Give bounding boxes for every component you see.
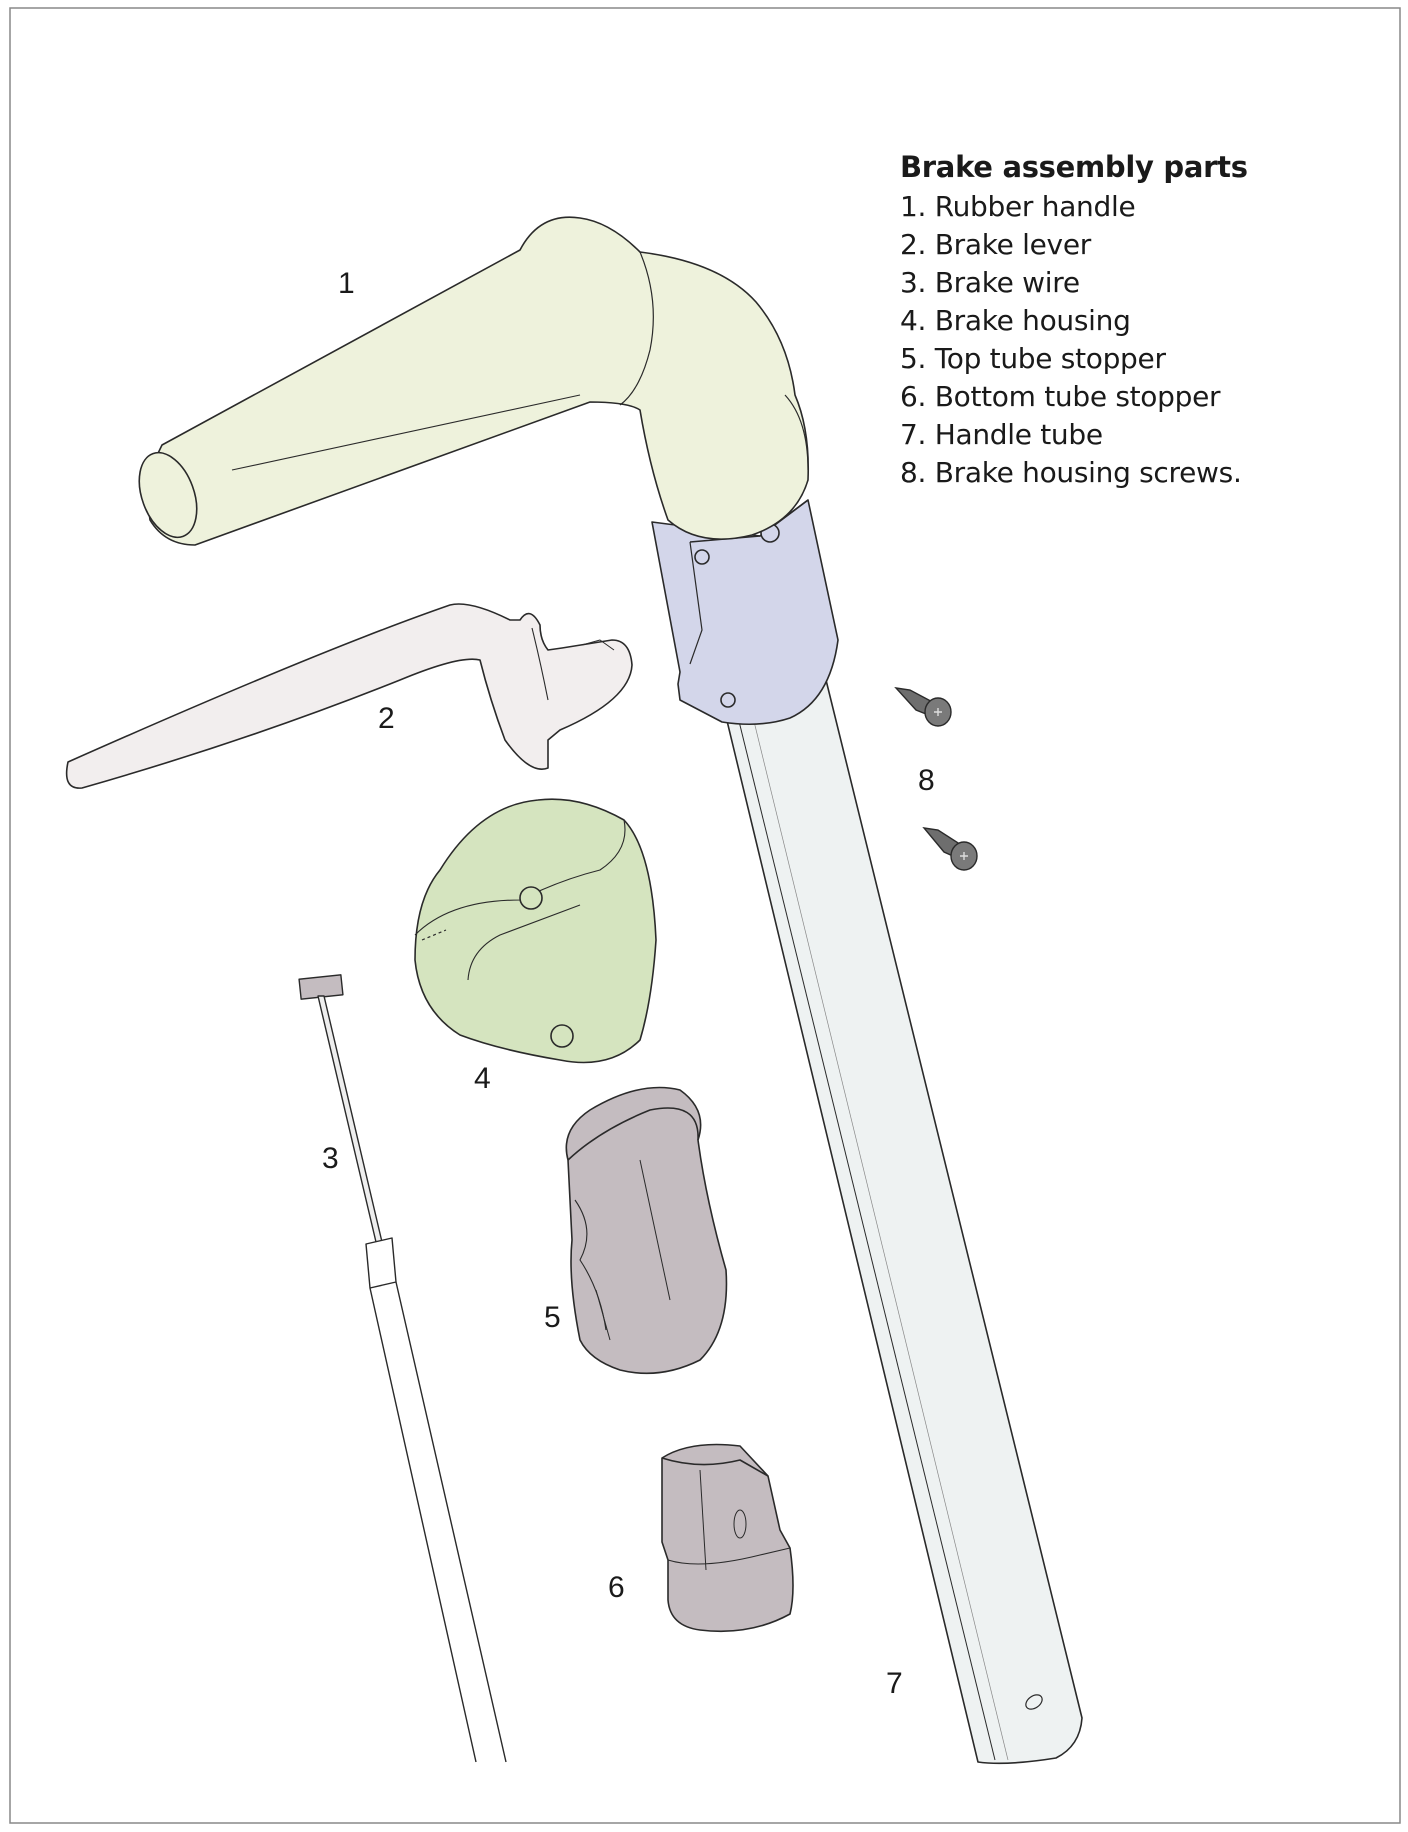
legend-item: 6. Bottom tube stopper	[900, 380, 1221, 413]
callout-3: 3	[322, 1142, 339, 1175]
callout-4: 4	[474, 1062, 491, 1095]
legend-item: 2. Brake lever	[900, 228, 1091, 261]
legend-list: 1. Rubber handle 2. Brake lever 3. Brake…	[900, 188, 1340, 492]
callout-8: 8	[918, 764, 935, 797]
legend-item: 3. Brake wire	[900, 266, 1080, 299]
callout-5: 5	[544, 1301, 561, 1334]
legend-item: 8. Brake housing screws.	[900, 456, 1242, 489]
legend-item: 5. Top tube stopper	[900, 342, 1166, 375]
top-tube-stopper	[565, 1086, 728, 1375]
handle-tube	[721, 679, 1083, 1765]
brake-lever	[65, 603, 633, 789]
brake-housing-screw-1	[894, 687, 952, 727]
sheet-border	[9, 7, 1401, 1824]
legend-item: 7. Handle tube	[900, 418, 1103, 451]
legend-title: Brake assembly parts	[900, 150, 1248, 184]
bottom-tube-stopper	[661, 1443, 794, 1633]
callout-6: 6	[608, 1571, 625, 1604]
callout-2: 2	[378, 702, 395, 735]
housing-cap	[651, 499, 839, 726]
legend-item: 1. Rubber handle	[900, 190, 1136, 223]
parts-legend: Brake assembly parts 1. Rubber handle 2.…	[900, 150, 1340, 492]
brake-housing	[414, 798, 657, 1064]
callout-1: 1	[338, 267, 355, 300]
brake-wire	[298, 974, 507, 1763]
legend-item: 4. Brake housing	[900, 304, 1131, 337]
callout-7: 7	[886, 1667, 903, 1700]
rubber-handle	[138, 216, 810, 546]
brake-housing-screw-2	[922, 827, 978, 871]
